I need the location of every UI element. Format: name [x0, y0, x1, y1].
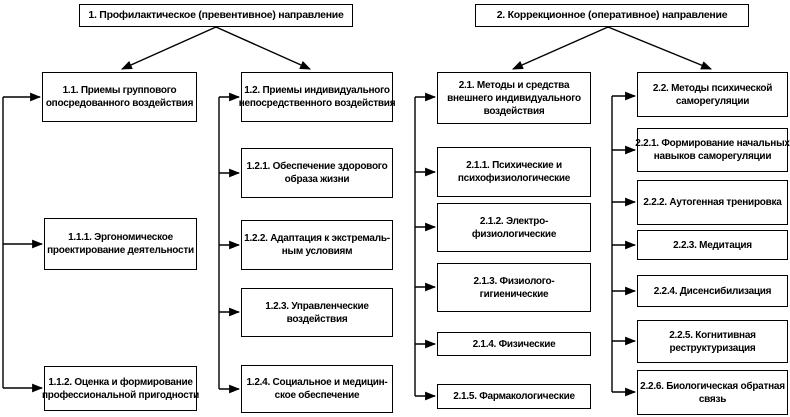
node-2-1-2: 2.1.2. Электро- физиологические — [437, 203, 591, 252]
node-2-2-4: 2.2.4. Дисенсибилизация — [637, 275, 788, 307]
node-1-2: 1.2. Приемы индивидуального непосредстве… — [239, 72, 396, 122]
node-1-1-1: 1.1.1. Эргономическое проектирование дея… — [44, 218, 197, 270]
tree1-root-arrows — [120, 26, 312, 70]
node-2-1-1: 2.1.1. Психические и психофизиологически… — [437, 147, 591, 197]
node-1: 1. Профилактическое (превентивное) напра… — [79, 4, 353, 27]
node-1-1-2: 1.1.2. Оценка и формирование профессиона… — [42, 366, 199, 411]
node-2: 2. Коррекционное (оперативное) направлен… — [475, 4, 749, 27]
tree2-root-arrows — [511, 26, 713, 70]
node-2-2-3: 2.2.3. Медитация — [637, 230, 788, 260]
node-2-2: 2.2. Методы психической саморегуляции — [637, 72, 788, 117]
column-1-2-connectors — [218, 92, 241, 394]
node-2-2-1: 2.2.1. Формирование начальных навыков са… — [635, 128, 790, 172]
node-2-1-3: 2.1.3. Физиолого- гигиенические — [437, 263, 591, 312]
column-1-1-connectors — [2, 92, 44, 393]
column-2-2-connectors — [611, 91, 637, 397]
node-2-1: 2.1. Методы и средства внешнего индивиду… — [437, 72, 591, 124]
node-2-2-2: 2.2.2. Аутогенная тренировка — [637, 180, 788, 225]
node-1-1: 1.1. Приемы группового опосредованного в… — [42, 72, 197, 122]
node-2-1-5: 2.1.5. Фармакологические — [437, 384, 591, 409]
node-1-2-3: 1.2.3. Управленческие воздействия — [241, 288, 393, 337]
node-2-2-6: 2.2.6. Биологическая обратная связь — [637, 370, 788, 415]
node-2-2-5: 2.2.5. Когнитивная реструктуризация — [637, 320, 788, 363]
node-1-2-1: 1.2.1. Обеспечение здорового образа жизн… — [241, 148, 393, 198]
node-1-2-4: 1.2.4. Социальное и медицин- ское обеспе… — [241, 365, 393, 413]
node-1-2-2: 1.2.2. Адаптация к экстремаль- ным услов… — [241, 220, 393, 270]
column-2-1-connectors — [414, 92, 437, 401]
node-2-1-4: 2.1.4. Физические — [437, 332, 591, 356]
